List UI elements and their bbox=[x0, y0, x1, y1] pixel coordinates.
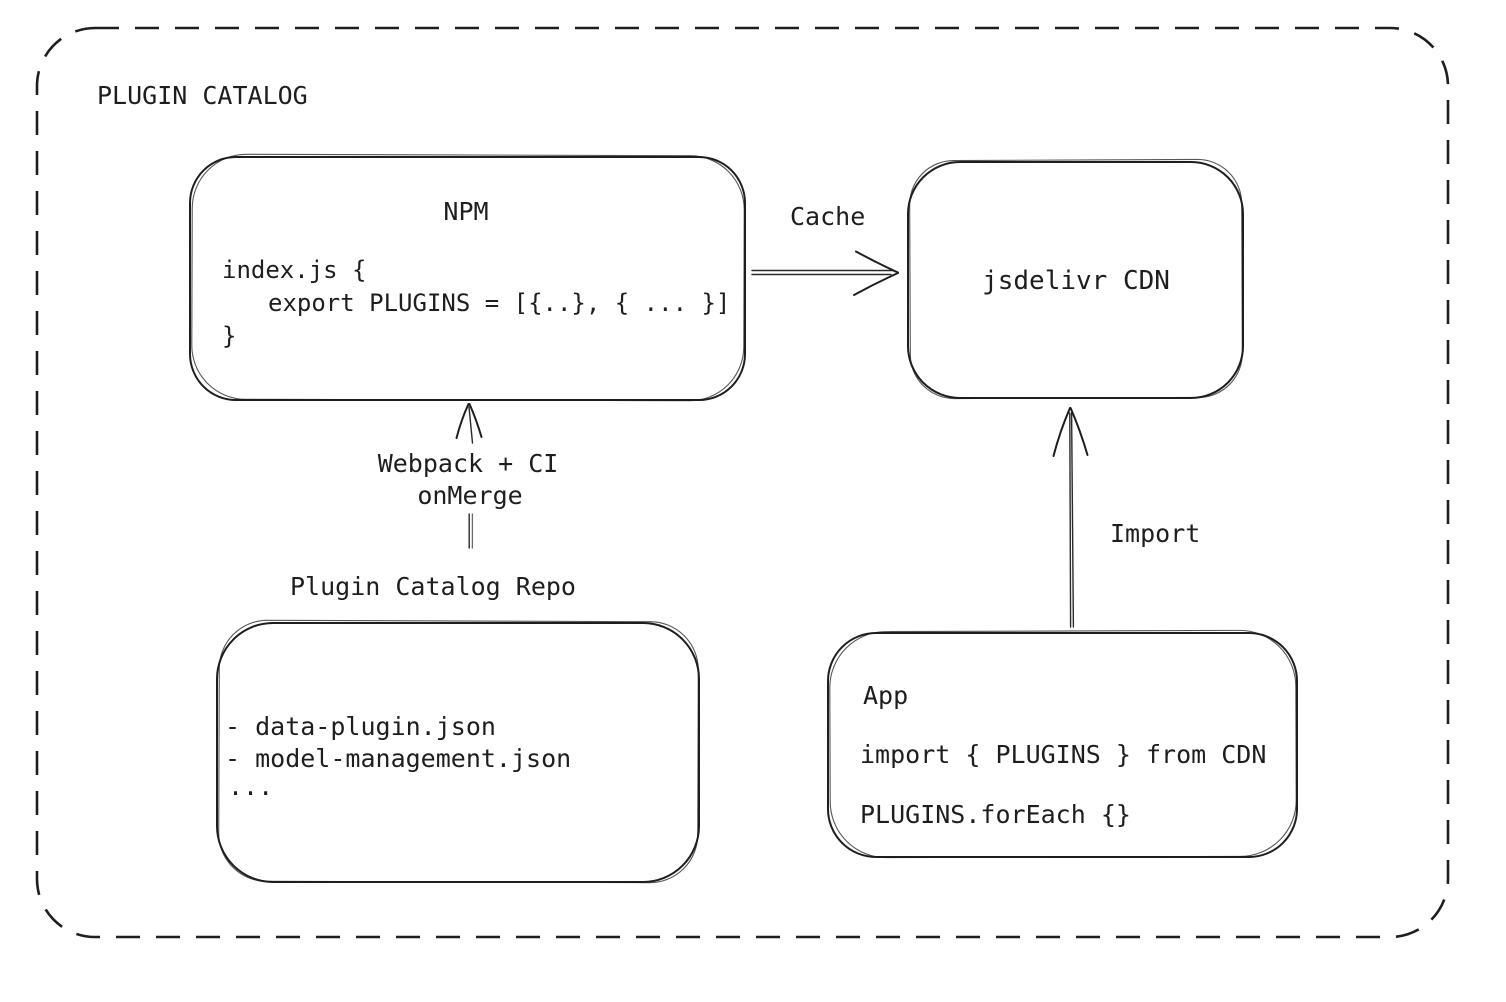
repo-box: - data-plugin.json - model-management.js… bbox=[216, 619, 700, 884]
npm-code-line-1: index.js { bbox=[222, 256, 367, 284]
app-box-title: App bbox=[863, 681, 908, 710]
outer-dashed-frame bbox=[35, 26, 1450, 939]
npm-code-line-3: } bbox=[222, 322, 236, 350]
npm-code-line-2: export PLUGINS = [{..}, { ... }] bbox=[268, 289, 730, 317]
npm-box: NPM index.js { export PLUGINS = [{..}, {… bbox=[189, 153, 746, 402]
diagram-title: PLUGIN CATALOG bbox=[97, 81, 308, 110]
app-box: App import { PLUGINS } from CDN PLUGINS.… bbox=[827, 629, 1298, 859]
import-arrow bbox=[1052, 407, 1089, 628]
repo-box-title: Plugin Catalog Repo bbox=[290, 572, 576, 601]
build-arrow-label-line-1: Webpack + CI bbox=[378, 449, 559, 478]
cache-arrow-label: Cache bbox=[790, 202, 865, 231]
cdn-box: jsdelivr CDN bbox=[907, 158, 1244, 400]
cdn-box-title: jsdelivr CDN bbox=[982, 266, 1170, 296]
app-code-line-1: import { PLUGINS } from CDN bbox=[860, 740, 1266, 769]
app-code-line-2: PLUGINS.forEach {} bbox=[860, 800, 1131, 829]
cache-arrow bbox=[751, 250, 899, 296]
repo-file-line-2: - model-management.json bbox=[225, 744, 571, 773]
repo-file-line-1: - data-plugin.json bbox=[225, 712, 496, 741]
repo-file-line-3: ... bbox=[228, 772, 273, 801]
npm-box-title: NPM bbox=[443, 197, 488, 226]
import-arrow-label: Import bbox=[1110, 519, 1200, 548]
build-arrow bbox=[455, 403, 483, 549]
build-arrow-label-line-2: onMerge bbox=[417, 481, 522, 510]
